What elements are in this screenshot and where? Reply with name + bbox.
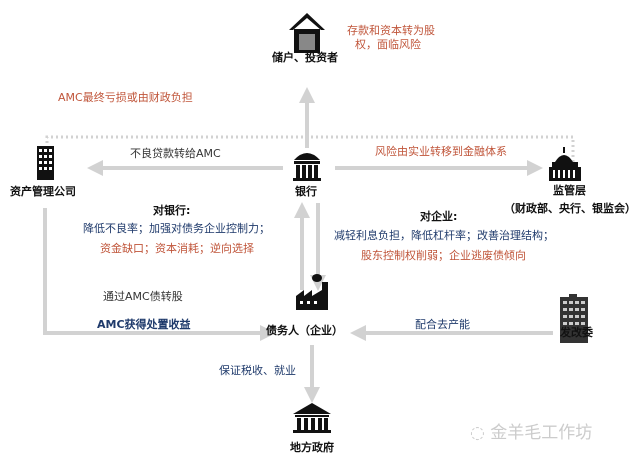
for-bank-costs: 资金缺口；资本消耗；逆向选择 bbox=[100, 242, 254, 255]
bank-icon bbox=[293, 153, 321, 181]
for-bank-benefits: 降低不良率；加强对债务企业控制力； bbox=[83, 222, 270, 235]
debtor-label: 债务人（企业） bbox=[266, 324, 343, 337]
amc-swap-note: 通过AMC债转股 bbox=[103, 290, 183, 303]
factory-icon bbox=[296, 274, 328, 310]
watermark-text: 金羊毛工作坊 bbox=[490, 423, 593, 443]
government-building-icon bbox=[293, 403, 331, 433]
house-icon bbox=[289, 13, 325, 53]
investors-risk-note-1: 存款和资本转为股 bbox=[347, 24, 435, 37]
ndrc-label: 发改委 bbox=[560, 326, 593, 339]
arrow-amc-to-debtor bbox=[43, 208, 276, 341]
wechat-icon: ◌ bbox=[470, 423, 491, 443]
for-firm-title: 对企业: bbox=[420, 210, 458, 223]
for-firm-benefits: 减轻利息负担，降低杠杆率；改善治理结构； bbox=[334, 229, 554, 242]
bank-label: 银行 bbox=[295, 185, 317, 198]
capacity-note: 配合去产能 bbox=[415, 318, 470, 331]
amc-loss-note: AMC最终亏损或由财政负担 bbox=[58, 91, 193, 104]
tax-jobs-note: 保证税收、就业 bbox=[219, 364, 296, 377]
npl-transfer-note: 不良贷款转给AMC bbox=[130, 147, 221, 160]
risk-transfer-note: 风险由实业转移到金融体系 bbox=[375, 145, 507, 158]
amc-label: 资产管理公司 bbox=[10, 185, 76, 198]
for-bank-title: 对银行: bbox=[153, 204, 191, 217]
watermark: ◌ 金羊毛工作坊 bbox=[470, 418, 592, 443]
ndrc-building-icon bbox=[560, 294, 588, 343]
local-gov-label: 地方政府 bbox=[290, 441, 334, 454]
amc-gain-note: AMC获得处置收益 bbox=[97, 318, 191, 331]
capitol-icon bbox=[549, 147, 581, 181]
for-firm-costs: 股东控制权削弱；企业逃废债倾向 bbox=[361, 249, 526, 262]
investors-label: 储户、投资者 bbox=[272, 51, 338, 64]
regulator-label: 监管层 bbox=[553, 184, 586, 197]
office-building-icon bbox=[37, 146, 54, 180]
investors-risk-note-2: 权，面临风险 bbox=[355, 38, 421, 51]
regulator-members: （财政部、央行、银监会） bbox=[504, 202, 636, 215]
